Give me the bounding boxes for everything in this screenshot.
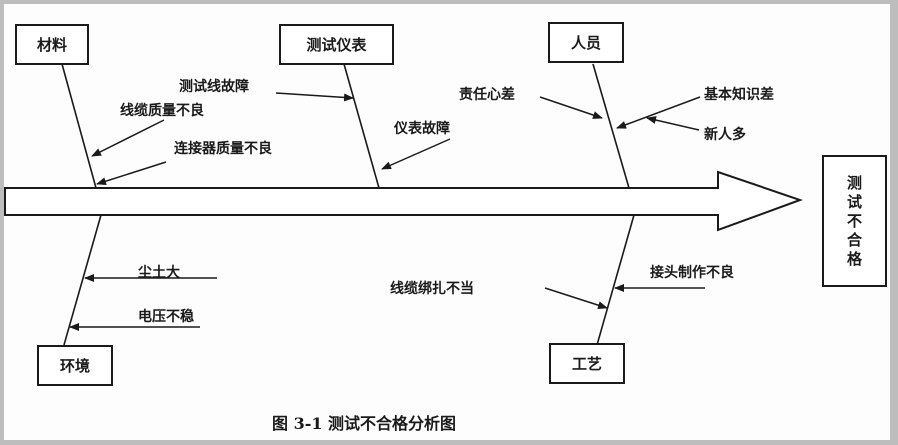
effect-char: 合 — [846, 230, 862, 249]
cause-test-lead-fault: 测试线故障 — [179, 79, 249, 95]
fishbone-diagram: 材料 测试仪表 人员 环境 工艺 测 试 不 合 格 线缆质量不良 连接器质量不… — [4, 4, 890, 440]
effect-char: 试 — [846, 192, 862, 211]
effect-box: 测 试 不 合 格 — [822, 155, 887, 287]
cause-instrument-fault: 仪表故障 — [394, 121, 450, 137]
cause-voltage-unstable: 电压不稳 — [138, 309, 194, 325]
cause-low-responsibility: 责任心差 — [459, 87, 515, 103]
category-box-process: 工艺 — [549, 343, 625, 384]
cause-poor-knowledge: 基本知识差 — [704, 87, 774, 103]
diagram-lines — [4, 63, 803, 346]
cause-cable-quality: 线缆质量不良 — [120, 103, 204, 119]
category-box-materials: 材料 — [15, 24, 89, 65]
category-box-personnel: 人员 — [548, 22, 624, 63]
figure-caption: 图 3-1 测试不合格分析图 — [272, 414, 457, 433]
effect-char: 格 — [846, 249, 862, 268]
category-box-test-instruments: 测试仪表 — [279, 24, 394, 65]
effect-char: 不 — [846, 211, 862, 230]
cause-dust: 尘土大 — [138, 265, 180, 281]
effect-char: 测 — [846, 173, 862, 192]
cause-connector-making: 接头制作不良 — [650, 265, 734, 281]
category-box-environment: 环境 — [37, 345, 113, 386]
cause-cable-binding: 线缆绑扎不当 — [390, 281, 474, 297]
spine-arrow — [4, 170, 803, 232]
cause-many-newcomers: 新人多 — [704, 127, 746, 143]
cause-connector-quality: 连接器质量不良 — [174, 141, 272, 157]
